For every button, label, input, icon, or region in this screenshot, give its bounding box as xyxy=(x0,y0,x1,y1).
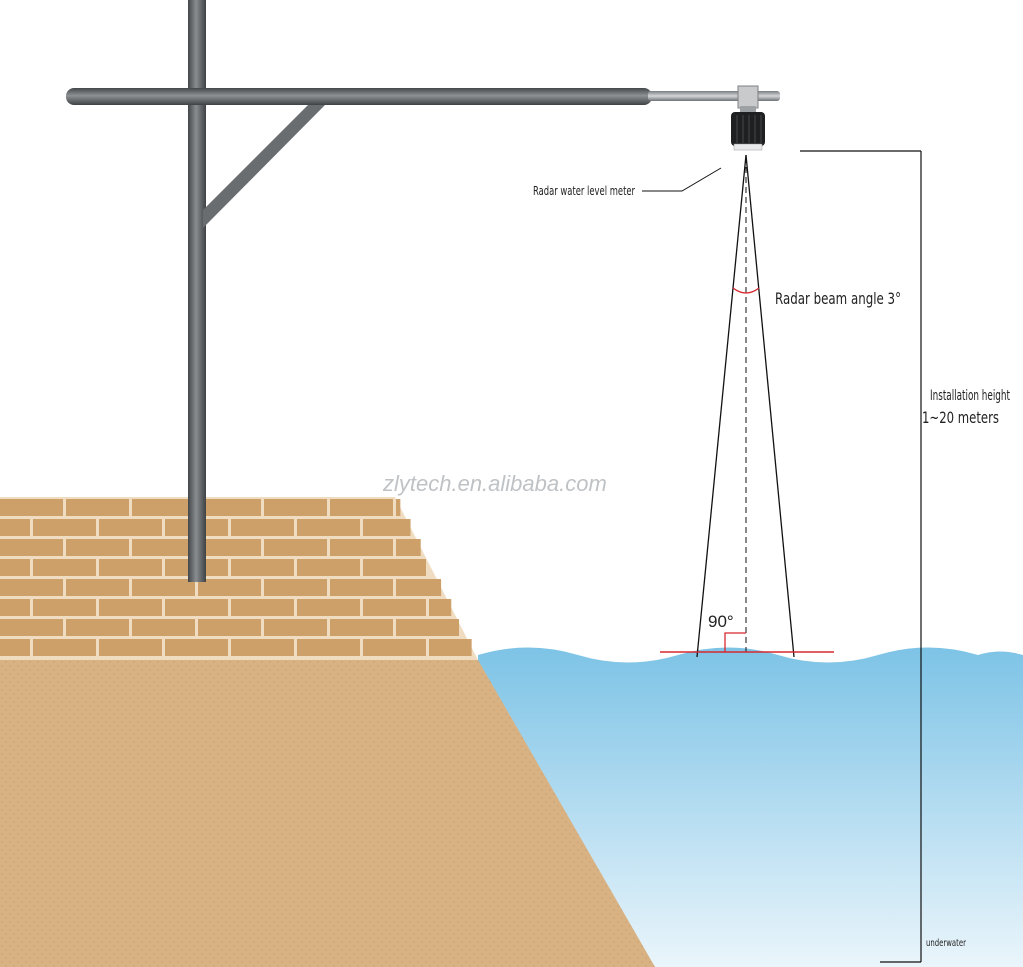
brick xyxy=(0,599,30,616)
brick xyxy=(396,539,421,556)
brick xyxy=(330,579,393,596)
brick xyxy=(231,599,294,616)
installation-height-bracket xyxy=(800,150,922,963)
brick xyxy=(0,499,63,516)
soil-embankment xyxy=(0,660,655,967)
brick xyxy=(66,539,129,556)
vertical-pole xyxy=(188,0,206,582)
brick xyxy=(429,599,452,616)
brick xyxy=(66,499,129,516)
right-angle-marker xyxy=(724,632,746,652)
brick xyxy=(396,579,442,596)
brick xyxy=(0,559,30,576)
brick xyxy=(264,539,327,556)
brick xyxy=(198,499,261,516)
brick xyxy=(297,639,360,656)
brick xyxy=(132,619,195,636)
brick xyxy=(363,639,426,656)
radar-beam xyxy=(696,154,795,658)
right-angle-label: 90° xyxy=(708,612,734,631)
brick xyxy=(33,599,96,616)
installation-height-label: Installation height xyxy=(930,388,1010,404)
brick xyxy=(297,599,360,616)
brick xyxy=(198,619,261,636)
brick xyxy=(297,519,360,536)
brick xyxy=(33,559,96,576)
brick xyxy=(363,519,411,536)
watermark: zlytech.en.alibaba.com xyxy=(382,471,607,496)
installation-range-label: 1~20 meters xyxy=(922,408,999,427)
brick xyxy=(264,579,327,596)
brick xyxy=(330,539,393,556)
brick xyxy=(165,599,228,616)
brick xyxy=(132,499,195,516)
brick xyxy=(231,639,294,656)
brick xyxy=(0,619,63,636)
beam-angle-label: Radar beam angle 3° xyxy=(775,289,901,308)
extension-rod xyxy=(648,91,780,101)
brick xyxy=(0,639,30,656)
brick xyxy=(429,639,472,656)
brick xyxy=(0,519,30,536)
brick xyxy=(66,619,129,636)
brick xyxy=(363,599,426,616)
diagonal-brace xyxy=(203,103,327,228)
horizontal-arm xyxy=(66,88,652,105)
brick xyxy=(231,559,294,576)
brick xyxy=(0,579,63,596)
brick xyxy=(198,539,261,556)
underwater-label: underwater xyxy=(926,938,967,949)
brick xyxy=(264,499,327,516)
brick xyxy=(99,559,162,576)
brick xyxy=(264,619,327,636)
brick xyxy=(330,619,393,636)
brick xyxy=(132,539,195,556)
brick xyxy=(33,639,96,656)
beam-angle-arc xyxy=(732,287,760,294)
meter-leader-line xyxy=(642,167,722,192)
brick xyxy=(132,579,195,596)
meter-label: Radar water level meter xyxy=(533,184,635,198)
brick xyxy=(363,559,426,576)
brick xyxy=(396,619,459,636)
brick xyxy=(66,579,129,596)
beam-left-edge xyxy=(696,154,747,658)
brick xyxy=(0,539,63,556)
brick xyxy=(165,639,228,656)
water-body xyxy=(478,647,1023,967)
brick xyxy=(231,519,294,536)
beam-right-edge xyxy=(745,154,795,658)
brick-wall xyxy=(0,497,478,660)
brick xyxy=(99,519,162,536)
brick xyxy=(198,579,261,596)
brick xyxy=(33,519,96,536)
brick xyxy=(297,559,360,576)
brick xyxy=(330,499,393,516)
radar-sensor xyxy=(731,85,765,151)
brick xyxy=(396,499,401,516)
brick xyxy=(99,639,162,656)
brick xyxy=(99,599,162,616)
